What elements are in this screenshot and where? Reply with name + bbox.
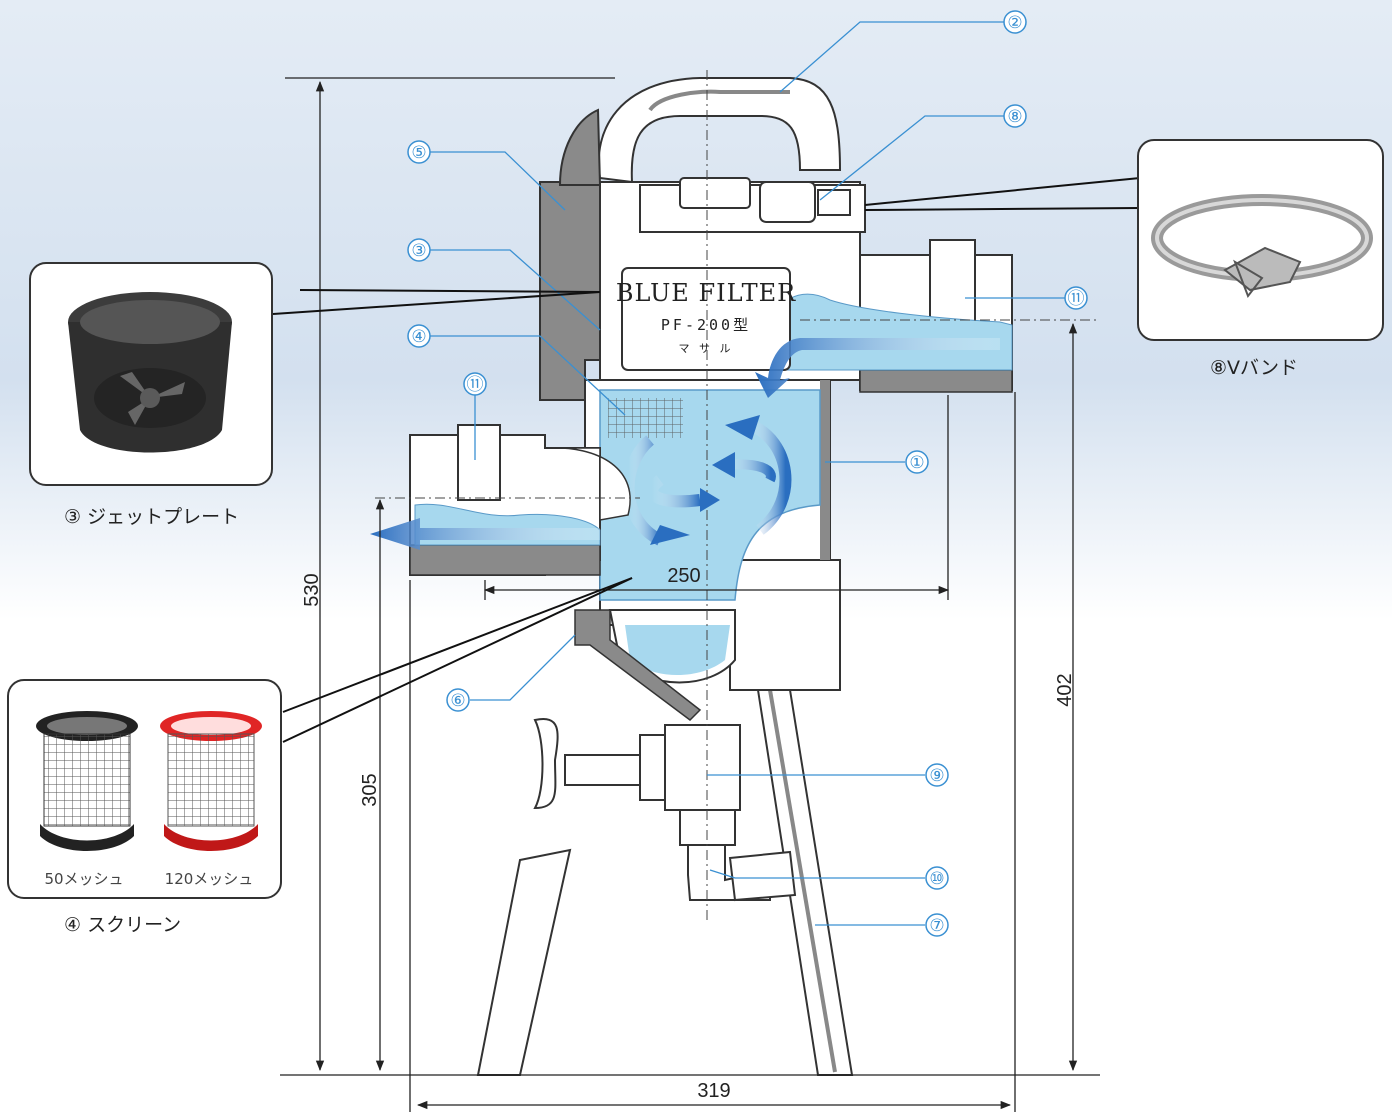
left-leg [476,848,572,1076]
model-text: PF-200型 [661,316,751,334]
flow-arrows [370,338,1000,550]
callout-circle [446,688,470,712]
dim-width-body: 250 [667,565,700,587]
mesh-120-label: 120メッシュ [165,870,254,888]
dim-height-inlet: 402 [1054,673,1076,706]
maker-text: マ サ ル [679,342,734,355]
callout-circle [1003,104,1027,128]
inset-v-band: ⑧Vバンド [864,139,1384,379]
callout-leaders [430,21,1065,926]
callout-2: ② [1007,13,1022,33]
callout-5: ⑤ [411,143,426,163]
callout-8: ⑧ [1007,107,1022,127]
callout-circle [463,372,487,396]
screen-120-photo [160,711,262,851]
callout-4: ④ [411,327,426,347]
callout-circle [925,913,949,937]
callout-circle [1064,286,1088,310]
screen-mesh [608,398,683,438]
callout-11-inlet: ⑪ [1068,289,1085,309]
v-band-photo-frame [1137,139,1384,341]
label-plate [621,267,791,371]
filter-body: BLUE FILTER PF-200型 マ サ ル [375,70,1100,1076]
mesh-50-label: 50メッシュ [44,870,123,888]
callout-1: ① [909,453,924,473]
callout-circle [407,238,431,262]
callout-7: ⑦ [929,916,944,936]
callout-numbers: ② ⑧ ⑤ ③ ⑪ ④ ⑪ ① ⑥ ⑨ ⑩ ⑦ [411,13,1084,936]
callout-3: ③ [411,241,426,261]
callout-circle [407,140,431,164]
drain-valve [664,724,741,811]
callout-circle [905,450,929,474]
inset-jet-plate: ③ ジェットプレート [29,262,601,528]
inset-screen: 50メッシュ 120メッシュ ④ スクリーン [7,577,633,936]
inlet-flow-arrow [755,338,1000,398]
screen-50-photo [36,711,138,851]
callout-circle [925,763,949,787]
callout-10: ⑩ [929,869,944,889]
dim-width-base: 319 [697,1080,730,1102]
callout-circle [407,324,431,348]
callout-9: ⑨ [929,766,944,786]
callout-11-outlet: ⑪ [467,375,484,395]
callout-markers [407,10,1088,937]
brand-text: BLUE FILTER [616,279,796,307]
dim-height-total: 530 [301,573,323,606]
dim-height-outlet: 305 [359,773,381,806]
v-band-caption: ⑧Vバンド [1210,357,1298,379]
outlet-flow-arrow [370,518,600,550]
jet-plate-photo [68,292,232,453]
dimension-lines [280,77,1100,1112]
callout-6: ⑥ [450,691,465,711]
callout-circle [925,866,949,890]
callout-circle [1003,10,1027,34]
v-band-photo [1151,194,1373,299]
screen-caption: ④ スクリーン [64,914,181,936]
jet-plate-caption: ③ ジェットプレート [64,506,239,528]
